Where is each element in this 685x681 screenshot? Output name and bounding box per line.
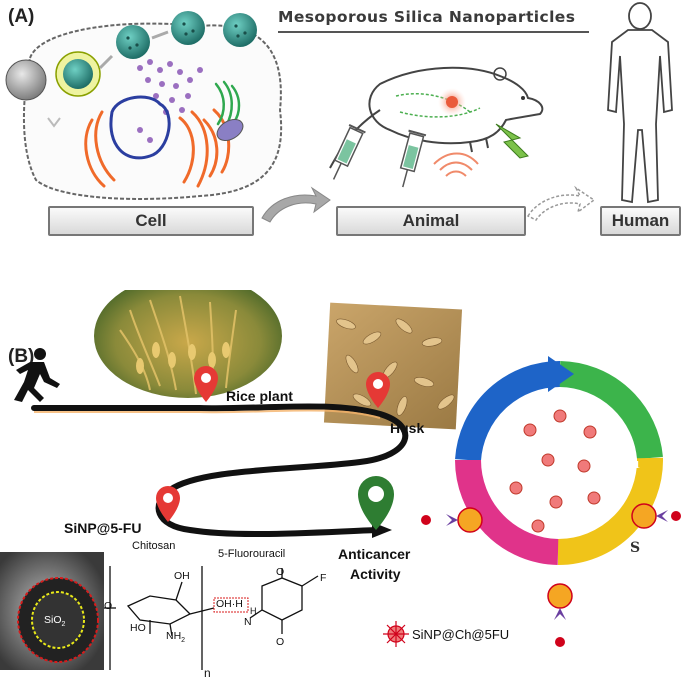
chem-n-ring: N [244,616,252,628]
syringe-icon-2 [399,129,427,188]
chem-oh: OH [174,570,190,582]
cycle-g1: G1 [622,452,641,471]
chem-o-bottom: O [276,636,285,648]
label-anticancer-1: Anticancer [338,546,411,562]
pin-sinp [156,486,180,522]
nanoparticle-grey [5,59,47,101]
chem-nh2: NH2 [166,630,186,645]
panel-b-illustration [0,290,681,670]
panel-a-illustration [5,2,673,223]
chem-h: H [250,606,257,616]
mitochondrion [216,119,244,141]
title-underline [278,31,589,33]
arrow-animal-to-human [526,185,596,221]
chem-o-left: O [104,600,113,612]
cycle-g2: G2 [472,562,491,581]
arrow-cell-to-animal [261,186,331,223]
pin-rice-plant [194,366,218,402]
endoplasmic-reticulum [84,108,231,188]
cycle-m: M [496,446,512,462]
nanoparticle-teal-2 [171,11,205,45]
runner-icon [14,348,60,402]
stage-cell: Cell [48,206,254,236]
chem-chitosan: Chitosan [132,540,176,552]
chem-5fu: 5-Fluorouracil [218,548,286,560]
cycle-s: S [630,540,641,556]
panel-a-label: (A) [8,6,35,27]
inhibitor-arrows [446,510,668,620]
cancer-cells [509,409,601,533]
stage-human: Human [600,206,681,236]
skull-icon [421,511,681,647]
label-anticancer-2: Activity [350,566,401,582]
human-silhouette [607,2,673,204]
label-rice-plant: Rice plant [226,388,293,404]
nanoparticle-teal-1 [116,25,150,59]
chem-ho: HO [130,622,146,634]
panel-a-title: Mesoporous Silica Nanoparticles [278,8,576,26]
label-husk: Husk [390,420,425,436]
chitosan-structure [104,566,319,670]
chem-sio2: SiO2 [44,614,66,629]
stage-animal: Animal [336,206,526,236]
legend-label: SiNP@Ch@5FU [412,627,510,642]
chem-n-sub: n [204,666,211,680]
pin-husk [366,372,390,408]
label-sinp: SiNP@5-FU [64,520,142,536]
drug-molecules [137,59,203,115]
nucleus [109,95,171,160]
lightning-icon [495,123,529,159]
winding-track [31,403,409,538]
cell-cycle-ring [455,356,664,565]
syringe-icon-1 [332,124,366,180]
legend-sinp-icon [383,621,409,647]
nanoparticle-teal-3 [223,13,257,47]
cell-membrane [22,22,283,200]
wave-icon [433,152,479,177]
hbond-box [213,597,249,613]
chem-o-top: O [276,566,285,578]
chem-oh-h: OH·H [216,598,243,610]
chem-f: F [320,572,327,584]
panel-b-label: (B) [8,346,35,367]
pin-anticancer [358,476,394,530]
